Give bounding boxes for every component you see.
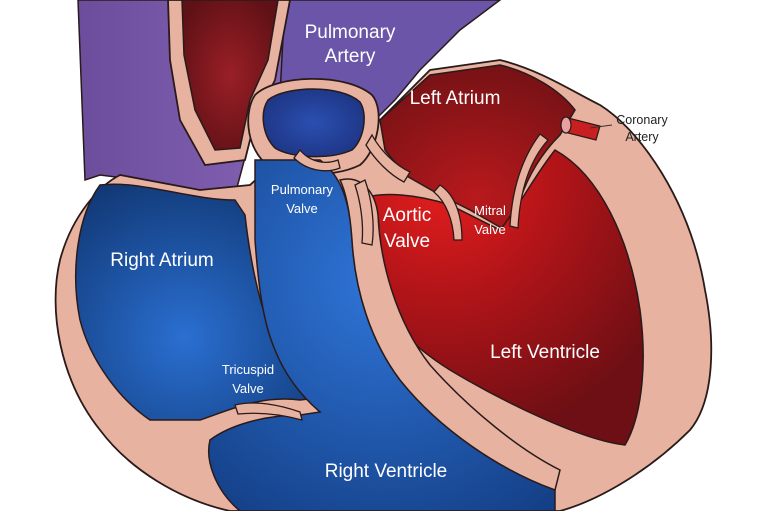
label-aortic-valve-line1: Aortic: [383, 205, 432, 226]
label-mitral-valve-line2: Valve: [474, 222, 506, 237]
label-aortic-valve-line2: Valve: [384, 231, 430, 252]
label-coronary-artery-line1: Coronary: [616, 113, 668, 127]
label-pulmonary-artery-line2: Artery: [325, 46, 376, 67]
label-left-atrium: Left Atrium: [410, 88, 501, 109]
label-pulmonary-valve-line1: Pulmonary: [271, 182, 334, 197]
label-mitral-valve-line1: Mitral: [474, 203, 506, 218]
label-right-ventricle: Right Ventricle: [325, 461, 448, 482]
pulmonary-artery-lumen: [263, 89, 364, 157]
label-tricuspid-valve-line2: Valve: [232, 381, 264, 396]
label-right-atrium: Right Atrium: [110, 250, 213, 271]
label-pulmonary-valve-line2: Valve: [286, 201, 318, 216]
label-tricuspid-valve-line1: Tricuspid: [222, 362, 274, 377]
label-coronary-artery-line2: Artery: [625, 130, 659, 144]
label-pulmonary-artery-line1: Pulmonary: [305, 22, 396, 43]
label-left-ventricle: Left Ventricle: [490, 342, 600, 363]
